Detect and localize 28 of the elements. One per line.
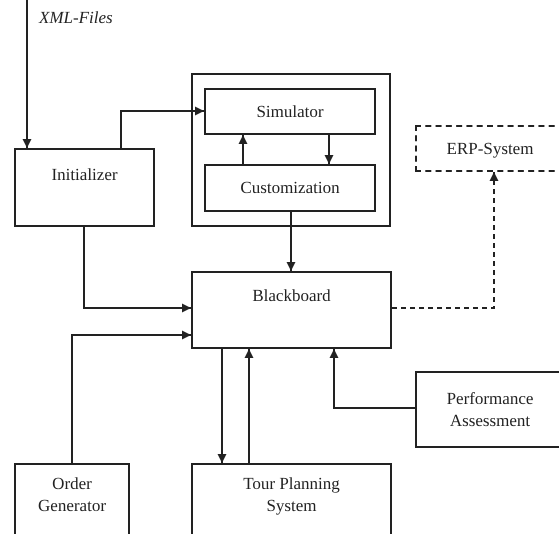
process-box: [14, 148, 155, 227]
process-box: [191, 271, 392, 349]
node-label: Order Generator: [37, 473, 107, 517]
arrow: [71, 330, 191, 463]
process-box: [204, 88, 376, 135]
container-box: [191, 73, 391, 227]
node-label: Customization: [239, 177, 341, 199]
input-label: XML-Files: [39, 8, 113, 28]
node-label: Simulator: [255, 100, 325, 122]
process-box: [204, 164, 376, 212]
process-box: [415, 371, 559, 448]
arrow: [330, 349, 415, 409]
arrow: [22, 0, 32, 148]
arrow: [120, 106, 204, 148]
node-label: Blackboard: [251, 285, 332, 307]
arrow: [286, 212, 296, 271]
arrow: [83, 227, 191, 312]
node-label: Tour Planning System: [242, 473, 341, 517]
process-box: [14, 463, 130, 534]
node-label: ERP-System: [446, 138, 534, 160]
arrow: [244, 349, 254, 463]
arrow: [238, 135, 248, 164]
node-label: Initializer: [50, 164, 119, 186]
arrow: [324, 135, 334, 164]
arrow: [392, 172, 498, 309]
process-box: [191, 463, 392, 534]
arrow: [218, 349, 226, 463]
node-label: Performance Assessment: [446, 388, 534, 432]
